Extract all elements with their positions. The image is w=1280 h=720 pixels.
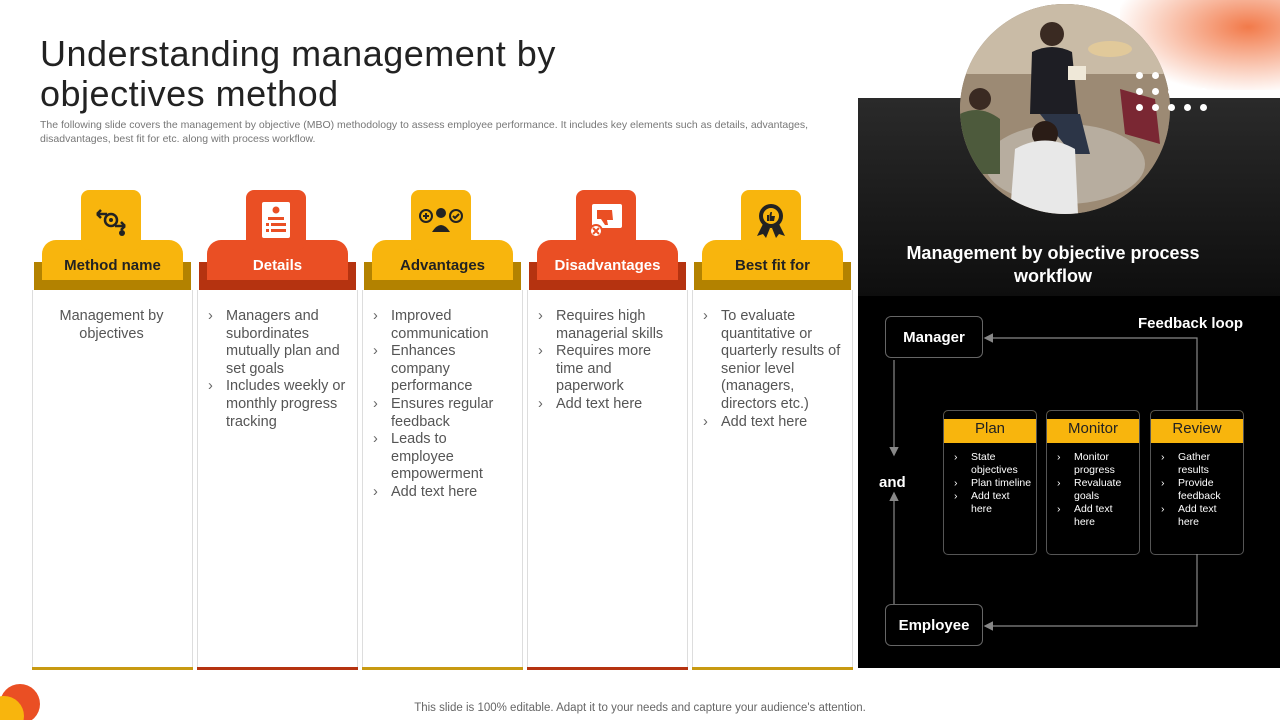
column-bottom-line — [692, 667, 853, 670]
column-method-name: Method name Management by objectives — [32, 190, 193, 670]
step-card-monitor: Monitor Monitor progress Revaluate goals… — [1046, 410, 1140, 555]
step-item: Add text here — [1055, 503, 1135, 529]
method-name-text: Management by objectives — [59, 308, 164, 342]
step-card-review: Review Gather results Provide feedback A… — [1150, 410, 1244, 555]
checklist-icon — [246, 190, 306, 250]
step-item: Provide feedback — [1159, 477, 1239, 503]
step-item: Add text here — [1159, 503, 1239, 529]
column-body: Managers and subordinates mutually plan … — [197, 290, 358, 668]
footer-note: This slide is 100% editable. Adapt it to… — [414, 702, 866, 714]
step-item: Monitor progress — [1055, 451, 1135, 477]
column-disadvantages: Disadvantages Requires high managerial s… — [527, 190, 688, 670]
list-item: Requires more time and paperwork — [536, 343, 677, 396]
list-item: Leads to employee empowerment — [371, 431, 512, 484]
employee-node: Employee — [885, 604, 983, 646]
step-item: Gather results — [1159, 451, 1239, 477]
team-add-icon — [411, 190, 471, 250]
column-best-fit-for: Best fit for To evaluate quantitative or… — [692, 190, 853, 670]
workflow-connectors — [889, 333, 1198, 631]
list-item: To evaluate quantitative or quarterly re… — [701, 308, 842, 414]
column-body: To evaluate quantitative or quarterly re… — [692, 290, 853, 668]
list-item: Add text here — [701, 414, 842, 432]
manager-node: Manager — [885, 316, 983, 358]
workflow-title: Management by objective process workflow — [906, 243, 1200, 286]
list-item: Ensures regular feedback — [371, 396, 512, 431]
column-body: Management by objectives — [32, 290, 193, 668]
column-bottom-line — [527, 667, 688, 670]
goal-cycle-icon — [81, 190, 141, 250]
step-card-plan: Plan State objectives Plan timeline Add … — [943, 410, 1037, 555]
column-bottom-line — [32, 667, 193, 670]
column-body: Improved communication Enhances company … — [362, 290, 523, 668]
list-item: Improved communication — [371, 308, 512, 343]
column-details: Details Managers and subordinates mutual… — [197, 190, 358, 670]
thumbs-down-icon — [576, 190, 636, 250]
column-bottom-line — [362, 667, 523, 670]
decorative-corner-circles — [0, 684, 40, 720]
list-item: Includes weekly or monthly progress trac… — [206, 378, 347, 431]
award-badge-icon — [741, 190, 801, 250]
slide-title: Understanding management by objectives m… — [40, 33, 556, 114]
step-item: Add text here — [952, 490, 1032, 516]
team-meeting-photo — [960, 4, 1170, 214]
slide-subtitle: The following slide covers the managemen… — [40, 119, 809, 145]
and-label: and — [879, 474, 906, 491]
step-title: Monitor — [1047, 411, 1139, 443]
list-item: Add text here — [371, 484, 512, 502]
feedback-loop-label: Feedback loop — [1138, 315, 1244, 332]
column-body: Requires high managerial skills Requires… — [527, 290, 688, 668]
step-item: Revaluate goals — [1055, 477, 1135, 503]
list-item: Enhances company performance — [371, 343, 512, 396]
list-item: Add text here — [536, 396, 677, 414]
step-title: Plan — [944, 411, 1036, 443]
step-title: Review — [1151, 411, 1243, 443]
step-item: State objectives — [952, 451, 1032, 477]
decorative-dots — [1136, 72, 1216, 132]
column-bottom-line — [197, 667, 358, 670]
list-item: Requires high managerial skills — [536, 308, 677, 343]
list-item: Managers and subordinates mutually plan … — [206, 308, 347, 378]
column-advantages: Advantages Improved communication Enhanc… — [362, 190, 523, 670]
step-item: Plan timeline — [952, 477, 1032, 490]
